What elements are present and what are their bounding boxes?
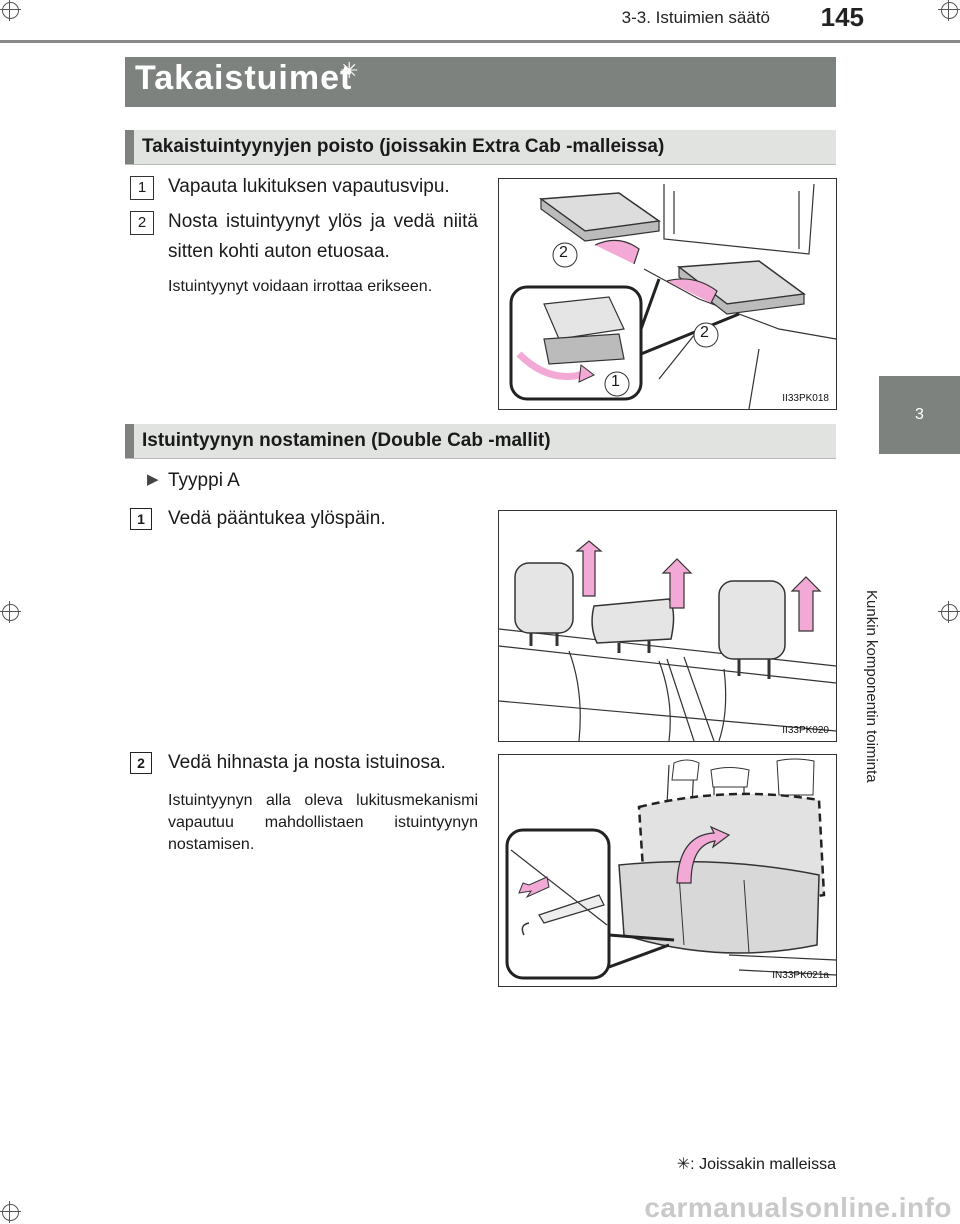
heading-accent bbox=[125, 424, 134, 458]
section2-heading: Istuintyynyn nostaminen (Double Cab -mal… bbox=[142, 430, 551, 451]
type-label: Tyyppi A bbox=[168, 470, 240, 491]
section2-step2-text: Vedä hihnasta ja nosta istuinosa. bbox=[168, 752, 446, 773]
footnote-asterisk-mark: ✳ bbox=[676, 1156, 691, 1173]
callout-2: 2 bbox=[559, 244, 568, 261]
section2-note: Istuintyynyn alla oleva lukitusmekanismi… bbox=[168, 792, 478, 853]
section1-note: Istuintyynyt voidaan irrottaa erikseen. bbox=[168, 278, 433, 295]
step-number: 2 bbox=[130, 211, 154, 235]
heading-accent bbox=[125, 130, 134, 164]
figure-code: IN33PK021a bbox=[772, 970, 829, 981]
crop-mark-mid-left bbox=[0, 601, 21, 623]
callout-2: 2 bbox=[700, 324, 709, 341]
header-rule bbox=[0, 40, 960, 43]
crop-mark-top-left bbox=[0, 0, 21, 21]
step-number: 2 bbox=[130, 752, 152, 774]
triangle-bullet-icon: ▶ bbox=[147, 471, 159, 488]
figure-cushion-removal: 1 2 2 II33PK018 bbox=[498, 178, 837, 410]
crop-mark-mid-right bbox=[938, 601, 960, 623]
callout-1: 1 bbox=[611, 373, 620, 390]
title-asterisk-mark: ✳ bbox=[340, 58, 359, 83]
figure-code: II33PK020 bbox=[782, 725, 829, 736]
section1-heading: Takaistuintyynyjen poisto (joissakin Ext… bbox=[142, 136, 665, 157]
figure-headrests: II33PK020 bbox=[498, 510, 837, 742]
footnote-text: : Joissakin malleissa bbox=[690, 1156, 836, 1173]
chapter-tab: 3 bbox=[879, 376, 960, 454]
section2-heading-bar: Istuintyynyn nostaminen (Double Cab -mal… bbox=[125, 424, 836, 459]
step-number: 1 bbox=[130, 508, 152, 530]
figure-code: II33PK018 bbox=[782, 393, 829, 404]
page-title: Takaistuimet bbox=[135, 59, 353, 97]
figure-seat-lifting: IN33PK021a bbox=[498, 754, 837, 987]
step-number: 1 bbox=[130, 176, 154, 200]
watermark: carmanualsonline.info bbox=[644, 1192, 952, 1223]
step2-text: Nosta istuintyynyt ylös ja vedä niitä si… bbox=[168, 211, 478, 262]
section1-heading-bar: Takaistuintyynyjen poisto (joissakin Ext… bbox=[125, 130, 836, 165]
chapter-side-label: Kunkin komponentin toiminta bbox=[863, 590, 880, 783]
title-bar bbox=[125, 57, 836, 107]
footnote: ✳: Joissakin malleissa bbox=[677, 1154, 836, 1174]
headrest-illustration bbox=[499, 540, 836, 741]
page-number: 145 bbox=[820, 2, 864, 32]
seat-lift-illustration bbox=[505, 758, 836, 980]
step1-text: Vapauta lukituksen vapautusvipu. bbox=[168, 176, 450, 197]
section2-step1-text: Vedä pääntukea ylöspäin. bbox=[168, 508, 386, 529]
running-header-section: 3-3. Istuimien säätö bbox=[621, 8, 770, 27]
crop-mark-bottom-left bbox=[0, 1201, 21, 1223]
cushion-removal-illustration bbox=[509, 183, 836, 409]
crop-mark-top-right bbox=[938, 0, 960, 21]
